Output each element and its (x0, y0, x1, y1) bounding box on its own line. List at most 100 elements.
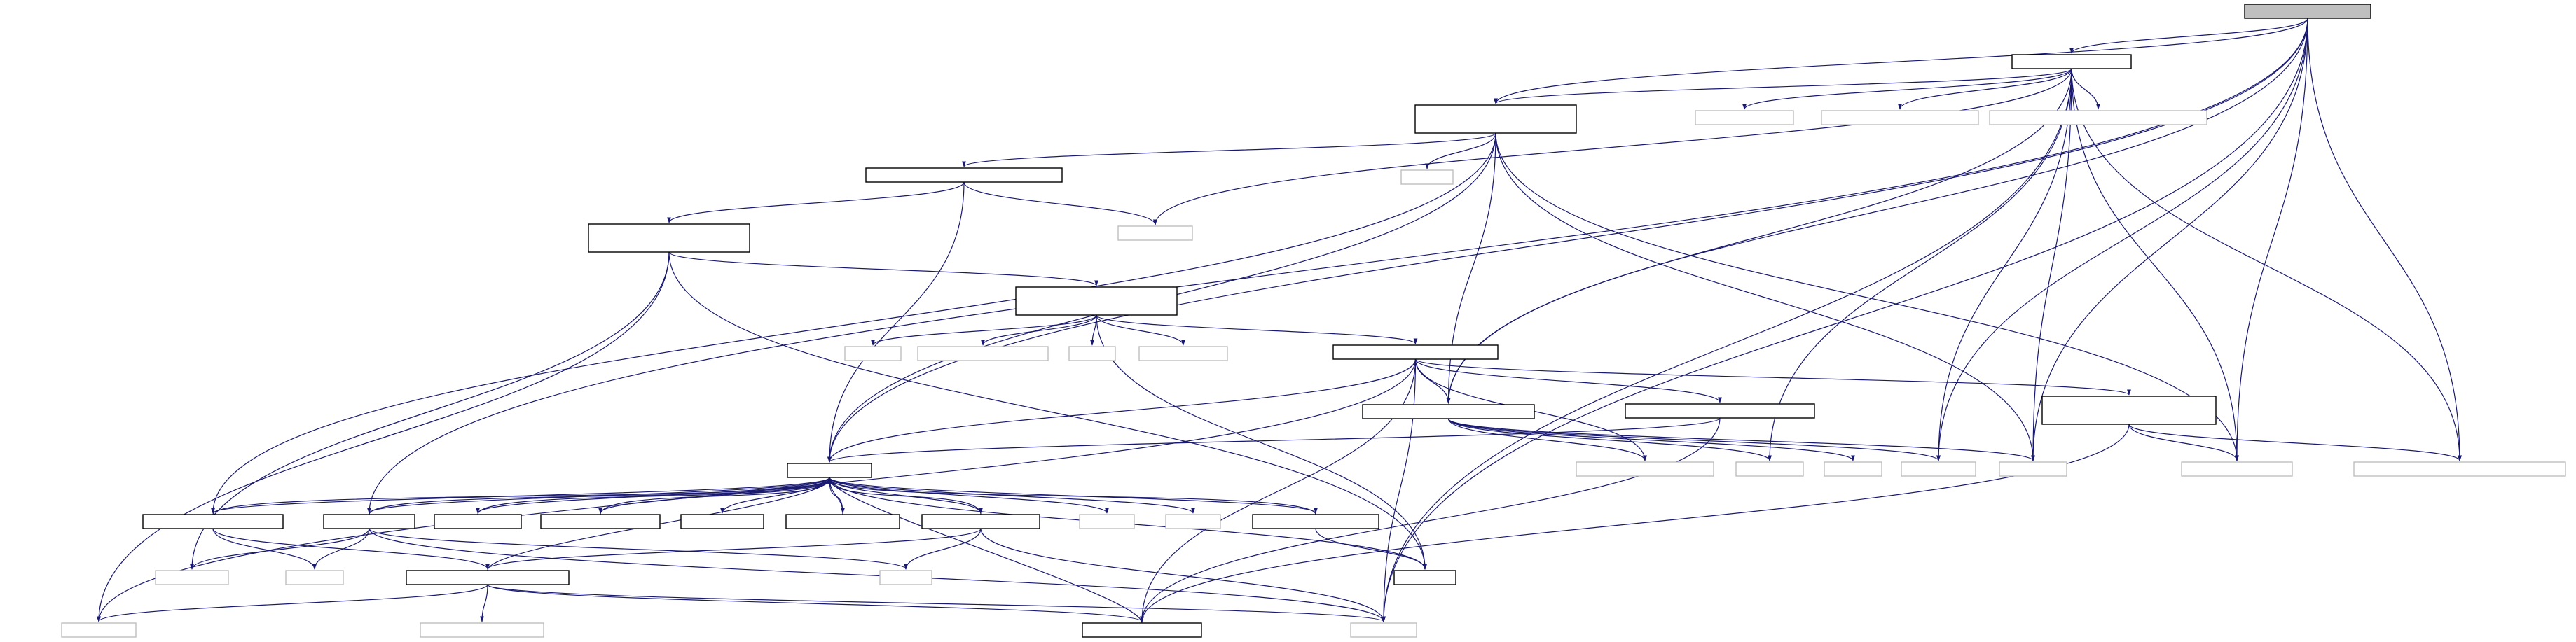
graph-node[interactable] (1393, 570, 1456, 585)
graph-node[interactable] (285, 570, 344, 585)
graph-node[interactable] (1400, 169, 1454, 185)
graph-edge (211, 132, 1496, 514)
graph-edge (1414, 358, 2131, 396)
graph-node[interactable] (1824, 461, 1882, 477)
graph-node[interactable] (2011, 54, 2132, 69)
graph-node[interactable] (1576, 461, 1714, 477)
node-box (1332, 344, 1499, 360)
graph-node[interactable] (785, 514, 900, 529)
graph-node[interactable] (1117, 225, 1193, 241)
node-box (155, 570, 229, 585)
node-box (1400, 169, 1454, 185)
graph-edge (2071, 68, 2462, 461)
node-box (1350, 622, 1417, 638)
graph-edge (1446, 68, 2072, 404)
node-box (406, 570, 570, 585)
graph-node[interactable] (1252, 514, 1379, 529)
node-box (61, 622, 137, 638)
graph-node[interactable] (1015, 286, 1178, 316)
graph-edge (1494, 68, 2072, 104)
node-box (323, 514, 415, 529)
graph-edge (2071, 68, 2239, 461)
graph-node[interactable] (921, 514, 1040, 529)
node-box (1068, 346, 1116, 361)
graph-edge (1382, 68, 2072, 622)
graph-node[interactable] (142, 514, 284, 529)
graph-node[interactable] (917, 346, 1049, 361)
graph-edge (668, 251, 1098, 286)
graph-node[interactable] (1821, 110, 1979, 125)
graph-node[interactable] (434, 514, 522, 529)
graph-node[interactable] (2041, 396, 2217, 425)
graph-node[interactable] (1362, 404, 1535, 419)
node-box (844, 346, 902, 361)
node-box (1625, 403, 1815, 419)
graph-node[interactable] (844, 346, 902, 361)
graph-node[interactable] (1901, 461, 1976, 477)
graph-edge (963, 181, 1157, 225)
root-node[interactable] (2244, 4, 2371, 19)
graph-node[interactable] (2353, 461, 2566, 477)
graph-node[interactable] (1414, 104, 1577, 134)
graph-edge (1446, 132, 1496, 404)
graph-edge (212, 528, 490, 570)
graph-edge (2071, 68, 2100, 110)
graph-edge (487, 584, 1144, 622)
graph-node[interactable] (1350, 622, 1417, 638)
graph-edge (871, 314, 1097, 346)
graph-node[interactable] (865, 167, 1063, 183)
graph-edge (212, 528, 317, 570)
graph-edge (97, 251, 670, 622)
node-box (1821, 110, 1979, 125)
graph-node[interactable] (323, 514, 415, 529)
graph-node[interactable] (406, 570, 570, 585)
graph-node[interactable] (588, 223, 750, 253)
graph-edge (1414, 358, 1722, 403)
node-box (879, 570, 932, 585)
graph-edge (827, 417, 1721, 463)
node-box (434, 514, 522, 529)
graph-edge (1140, 424, 2130, 622)
graph-node[interactable] (1625, 403, 1815, 419)
graph-edge (1153, 68, 2072, 225)
graph-node[interactable] (680, 514, 764, 529)
graph-node[interactable] (2181, 461, 2293, 477)
graph-edges (97, 18, 2462, 624)
graph-node[interactable] (540, 514, 661, 529)
graph-edge (827, 358, 1417, 463)
graph-node[interactable] (61, 622, 137, 638)
graph-edge (1140, 417, 1721, 622)
graph-edge (1494, 18, 2308, 104)
node-box (1138, 346, 1228, 361)
graph-edge (2128, 424, 2462, 461)
graph-node[interactable] (1138, 346, 1228, 361)
graph-edge (2031, 18, 2308, 461)
node-box (2011, 54, 2132, 69)
graph-node[interactable] (1989, 110, 2207, 125)
graph-edge (97, 584, 488, 622)
graph-node[interactable] (155, 570, 229, 585)
graph-edge (1936, 68, 2072, 461)
graph-node[interactable] (1735, 461, 1804, 477)
graph-node[interactable] (420, 622, 544, 638)
graph-node[interactable] (879, 570, 932, 585)
graph-edge (2307, 18, 2462, 461)
node-box (787, 463, 872, 478)
graph-node[interactable] (1079, 514, 1135, 529)
graph-node[interactable] (1082, 622, 1202, 638)
graph-node[interactable] (787, 463, 872, 478)
node-box (285, 570, 344, 585)
graph-edge (1447, 418, 1855, 461)
node-box (921, 514, 1040, 529)
graph-edge (485, 528, 982, 570)
node-box (1165, 514, 1221, 529)
graph-node[interactable] (1165, 514, 1221, 529)
graph-node[interactable] (1999, 461, 2067, 477)
graph-edge (827, 478, 1143, 624)
graph-node[interactable] (1332, 344, 1499, 360)
graph-edge (1742, 68, 2072, 110)
graph-node[interactable] (1068, 346, 1116, 361)
graph-edge (487, 584, 1386, 622)
graph-node[interactable] (1695, 110, 1794, 125)
